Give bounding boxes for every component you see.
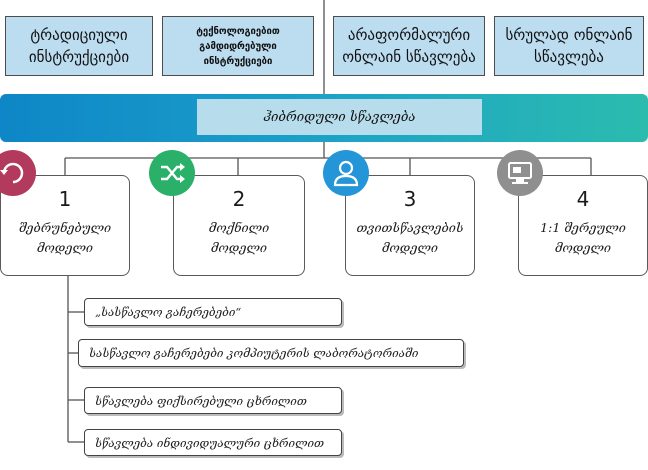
model-label-line: მოდელი <box>554 240 612 255</box>
top-box-line: ტრადიციული <box>30 26 128 44</box>
sub-item-label: სასწავლო გაჩერებები კომპიუტერის ლაბორატო… <box>89 346 419 360</box>
refresh-icon <box>0 150 36 196</box>
top-box-line: გამდიდრებული <box>199 40 277 52</box>
person-icon <box>323 150 369 196</box>
model-label-line: თვითსწავლების <box>356 220 464 235</box>
model-label-line: მოქნილი <box>208 220 270 235</box>
model-number: 3 <box>403 187 417 211</box>
computer-icon <box>497 150 543 196</box>
top-box-line: სრულად ონლაინ <box>505 26 633 44</box>
model-icon-circle-1 <box>0 150 36 196</box>
top-box-fully-online: სრულად ონლაინ სწავლება <box>494 16 644 76</box>
model-label-line: შებრუნებული <box>18 220 112 235</box>
sub-item-label: სწავლება ფიქსირებული ცხრილით <box>95 393 307 408</box>
sub-item-individual-schedule: სწავლება ინდივიდუალური ცხრილით <box>84 429 342 456</box>
sub-item-label: სწავლება ინდივიდუალური ცხრილით <box>95 435 325 450</box>
model-card-flipped: 1 შებრუნებული მოდელი <box>0 175 130 276</box>
model-label-line: მოდელი <box>36 240 94 255</box>
shuffle-icon <box>149 150 195 196</box>
top-box-line: არაფორმალური <box>347 26 471 44</box>
top-box-informal-online: არაფორმალური ონლაინ სწავლება <box>333 16 485 76</box>
top-box-line: ტექნოლოგიებით <box>196 25 280 37</box>
sub-item-station-rotation: „სასწავლო გაჩერებები“ <box>84 298 342 326</box>
model-card-flex: 2 მოქნილი მოდელი <box>173 175 305 276</box>
model-number: 4 <box>576 187 590 211</box>
model-icon-circle-4 <box>497 150 543 196</box>
hybrid-learning-label: ჰიბრიდული სწავლება <box>197 99 482 135</box>
top-box-traditional: ტრადიციული ინსტრუქციები <box>5 16 153 76</box>
top-box-line: ონლაინ სწავლება <box>342 48 476 66</box>
model-card-self-learning: 3 თვითსწავლების მოდელი <box>345 175 475 276</box>
model-label-line: 1:1 შერეული <box>540 220 626 235</box>
sub-item-fixed-schedule: სწავლება ფიქსირებული ცხრილით <box>84 387 342 414</box>
top-box-tech-enriched: ტექნოლოგიებით გამდიდრებული ინსტრუქციები <box>162 16 314 76</box>
model-card-one-to-one: 4 1:1 შერეული მოდელი <box>518 175 648 276</box>
sub-item-label: „სასწავლო გაჩერებები“ <box>95 305 242 319</box>
top-box-line: ინსტრუქციები <box>28 48 130 66</box>
sub-item-lab-rotation: სასწავლო გაჩერებები კომპიუტერის ლაბორატო… <box>78 339 464 367</box>
top-box-line: ინსტრუქციები <box>203 55 273 67</box>
model-label-line: მოდელი <box>210 240 268 255</box>
model-label-line: მოდელი <box>381 240 439 255</box>
model-number: 1 <box>58 187 72 211</box>
model-icon-circle-2 <box>149 150 195 196</box>
top-box-line: სწავლება <box>534 48 604 66</box>
model-number: 2 <box>232 187 246 211</box>
model-icon-circle-3 <box>323 150 369 196</box>
